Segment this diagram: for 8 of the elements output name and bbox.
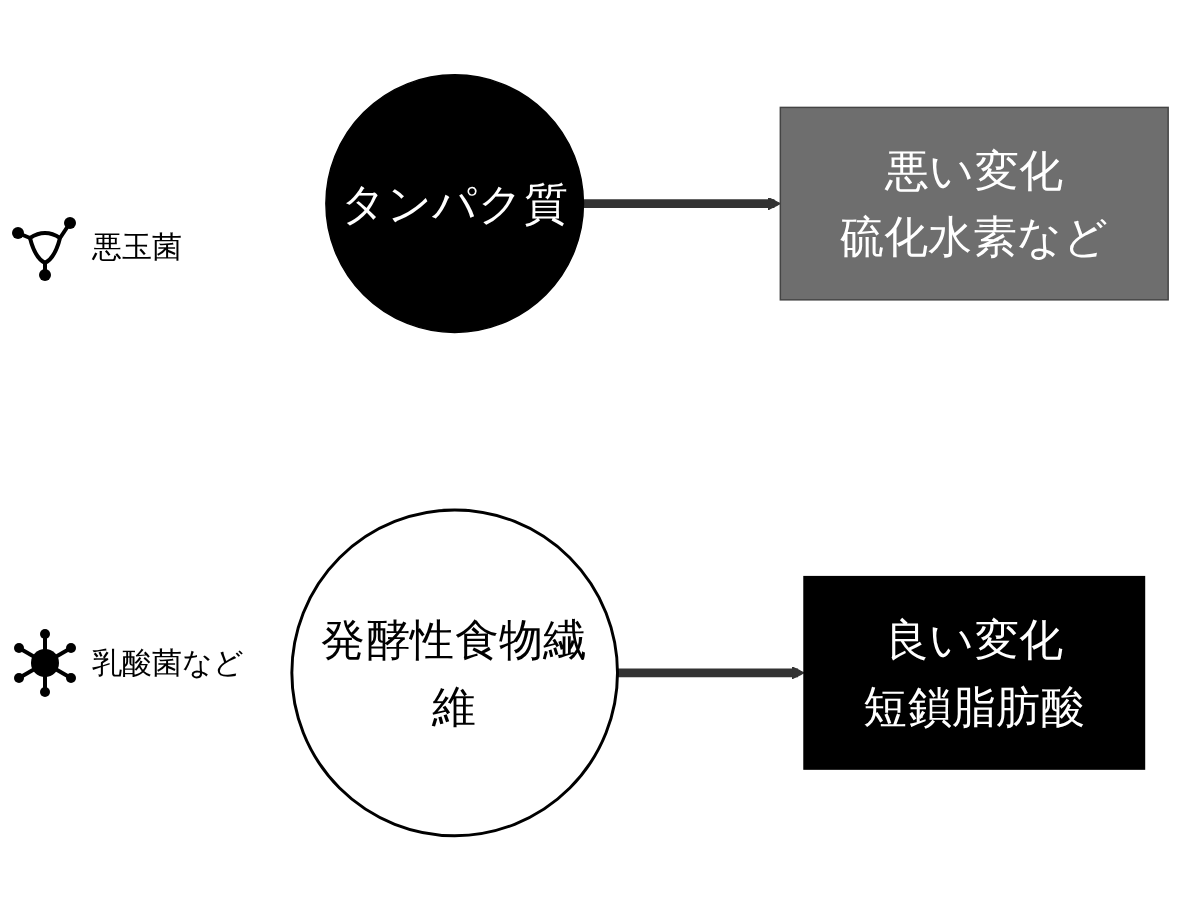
node-box: 悪い変化 硫化水素など [779, 106, 1169, 301]
bacteria-label: 悪玉菌 [92, 228, 182, 267]
node-box: 良い変化 短鎖脂肪酸 [803, 576, 1146, 771]
arrow [617, 666, 805, 680]
node-circle: タンパク質 [325, 74, 585, 334]
arrow [583, 197, 781, 211]
bacteria-label: 乳酸菌など [92, 643, 244, 682]
node-circle: 発酵性食物繊維 [290, 508, 619, 838]
